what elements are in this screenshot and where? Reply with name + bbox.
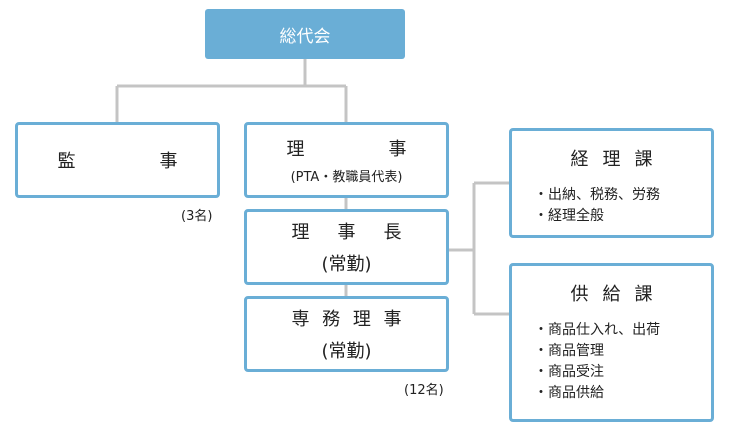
node-senmu: 専 務 理 事 (常勤) [244, 296, 449, 372]
node-richo-title: 理 事 長 [292, 218, 402, 244]
node-richo: 理 事 長 (常勤) [244, 209, 449, 285]
node-senmu-title: 専 務 理 事 [292, 305, 402, 331]
node-keiri-char-3: 課 [634, 149, 653, 170]
node-kansa-char-1: 監 [57, 151, 76, 172]
node-keiri-char-2: 理 [602, 149, 621, 170]
node-senmu-char-4: 事 [383, 309, 402, 330]
node-kyokyu-duties: 商品仕入れ、出荷 商品管理 商品受注 商品供給 [512, 320, 660, 404]
node-riji-char-2: 事 [388, 139, 407, 160]
list-item: 商品受注 [534, 362, 660, 383]
node-senmu-sub: (常勤) [321, 341, 372, 362]
node-kyokyu-char-2: 給 [602, 284, 621, 305]
node-sodaikai-label: 総代会 [279, 26, 331, 47]
node-riji-title: 理 事 [287, 135, 407, 161]
list-item: 経理全般 [534, 206, 660, 227]
node-richo-sub: (常勤) [321, 254, 372, 275]
kansa-count-note: (3名) [181, 209, 213, 224]
node-kansa: 監 事 [15, 122, 220, 198]
node-keiri-char-1: 経 [570, 149, 589, 170]
node-riji: 理 事 (PTA・教職員代表) [244, 122, 449, 198]
node-riji-sub: (PTA・教職員代表) [290, 170, 403, 185]
list-item: 商品仕入れ、出荷 [534, 320, 660, 341]
node-richo-char-3: 長 [383, 222, 402, 243]
list-item: 商品供給 [534, 383, 660, 404]
node-keiri-title: 経 理 課 [512, 145, 711, 171]
node-kyokyu: 供 給 課 商品仕入れ、出荷 商品管理 商品受注 商品供給 [509, 263, 714, 422]
node-keiri: 経 理 課 出納、税務、労務 経理全般 [509, 128, 714, 238]
node-kansa-char-2: 事 [159, 151, 178, 172]
node-richo-char-2: 事 [337, 222, 356, 243]
node-riji-char-1: 理 [286, 139, 305, 160]
node-kyokyu-char-1: 供 [570, 284, 589, 305]
node-senmu-char-3: 理 [352, 309, 371, 330]
list-item: 出納、税務、労務 [534, 185, 660, 206]
senmu-count-note: (12名) [404, 383, 444, 398]
node-kansa-title: 監 事 [58, 147, 178, 173]
list-item: 商品管理 [534, 341, 660, 362]
node-kyokyu-title: 供 給 課 [512, 280, 711, 306]
node-senmu-char-1: 専 [291, 309, 310, 330]
node-richo-char-1: 理 [291, 222, 310, 243]
node-senmu-char-2: 務 [322, 309, 341, 330]
node-kyokyu-char-3: 課 [634, 284, 653, 305]
node-sodaikai: 総代会 [205, 9, 405, 59]
node-keiri-duties: 出納、税務、労務 経理全般 [512, 185, 660, 227]
